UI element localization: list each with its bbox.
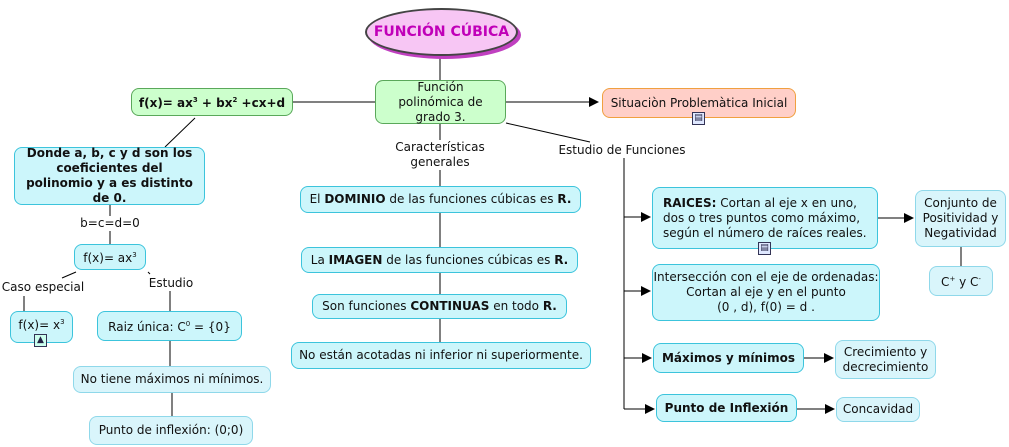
acotadas-node[interactable]: No están acotadas ni inferior ni superio… xyxy=(291,342,591,369)
dominio-text: El DOMINIO de las funciones cúbicas es R… xyxy=(309,192,572,206)
crecimiento-text: Crecimiento y decrecimiento xyxy=(842,344,929,374)
donde-text: Donde a, b, c y d son los coeficientes d… xyxy=(26,146,193,205)
document-icon[interactable]: ▤ xyxy=(758,242,771,255)
image-icon[interactable]: ▲ xyxy=(34,334,47,347)
estudio-label: Estudio xyxy=(146,276,196,291)
continuas-text: Son funciones CONTINUAS en todo R. xyxy=(322,299,557,313)
continuas-node[interactable]: Son funciones CONTINUAS en todo R. xyxy=(312,294,567,319)
caso-especial-label: Caso especial xyxy=(0,280,86,295)
punto-inflexion-node[interactable]: Punto de inflexión: (0;0) xyxy=(89,416,253,445)
crecimiento-node[interactable]: Crecimiento y decrecimiento xyxy=(835,340,936,379)
donde-node[interactable]: Donde a, b, c y d son los coeficientes d… xyxy=(14,146,205,205)
interseccion-line: Intersección con el eje de ordenadas: xyxy=(653,270,879,284)
dominio-node[interactable]: El DOMINIO de las funciones cúbicas es R… xyxy=(300,186,581,213)
interseccion-node[interactable]: Intersección con el eje de ordenadas: Co… xyxy=(652,264,880,321)
acotadas-text: No están acotadas ni inferior ni superio… xyxy=(299,348,583,362)
fax3-text: f(x)= ax3 xyxy=(83,251,137,265)
interseccion-line: Cortan al eje y en el punto xyxy=(686,285,846,299)
conjunto-text: Conjunto de Positividad y Negatividad xyxy=(922,196,999,240)
bcd-label: b=c=d=0 xyxy=(78,216,142,231)
raiz-node[interactable]: Raiz única: C0 = {0} xyxy=(97,311,242,341)
raices-node[interactable]: RAICES: Cortan al eje x en uno, dos o tr… xyxy=(652,187,878,249)
no-max-node[interactable]: No tiene máximos ni mínimos. xyxy=(73,366,271,393)
formula-node[interactable]: f(x)= ax3 + bx2 +cx+d xyxy=(131,88,293,116)
estudio-funciones-label: Estudio de Funciones xyxy=(555,143,689,158)
concavidad-text: Concavidad xyxy=(842,402,914,416)
fx3-text: f(x)= x3 xyxy=(18,318,65,332)
cpcn-node[interactable]: C+ y C- xyxy=(929,266,993,296)
punto-inflexion-text: Punto de inflexión: (0;0) xyxy=(98,423,244,437)
caracteristicas-label: Características generales xyxy=(388,140,492,170)
raices-text: RAICES: Cortan al eje x en uno, dos o tr… xyxy=(663,195,867,240)
maximos-node[interactable]: Máximos y mínimos xyxy=(653,343,804,373)
document-icon[interactable]: ▤ xyxy=(692,112,705,125)
formula-text: f(x)= ax3 + bx2 +cx+d xyxy=(138,96,286,110)
root-text: Función polinómica de grado 3. xyxy=(398,79,483,124)
no-max-text: No tiene máximos ni mínimos. xyxy=(80,372,264,386)
maximos-text: Máximos y mínimos xyxy=(661,350,796,365)
title-text: FUNCIÓN CÚBICA xyxy=(373,24,510,40)
raiz-text: Raiz única: C0 = {0} xyxy=(108,320,231,334)
fax3-node[interactable]: f(x)= ax3 xyxy=(74,244,146,270)
title-node[interactable]: FUNCIÓN CÚBICA xyxy=(365,8,518,56)
conjunto-node[interactable]: Conjunto de Positividad y Negatividad xyxy=(915,190,1006,247)
inflexion-text: Punto de Inflexión xyxy=(664,400,789,415)
inflexion-node[interactable]: Punto de Inflexión xyxy=(656,394,797,422)
root-node[interactable]: Función polinómica de grado 3. xyxy=(375,80,506,124)
imagen-text: La IMAGEN de las funciones cúbicas es R. xyxy=(310,252,569,267)
concavidad-node[interactable]: Concavidad xyxy=(836,397,920,422)
imagen-node[interactable]: La IMAGEN de las funciones cúbicas es R. xyxy=(301,247,578,273)
cpcn-text: C+ y C- xyxy=(941,275,981,289)
interseccion-line: (0 , d), f(0) = d . xyxy=(717,300,815,314)
situacion-text: Situaciòn Problemàtica Inicial xyxy=(610,95,788,110)
